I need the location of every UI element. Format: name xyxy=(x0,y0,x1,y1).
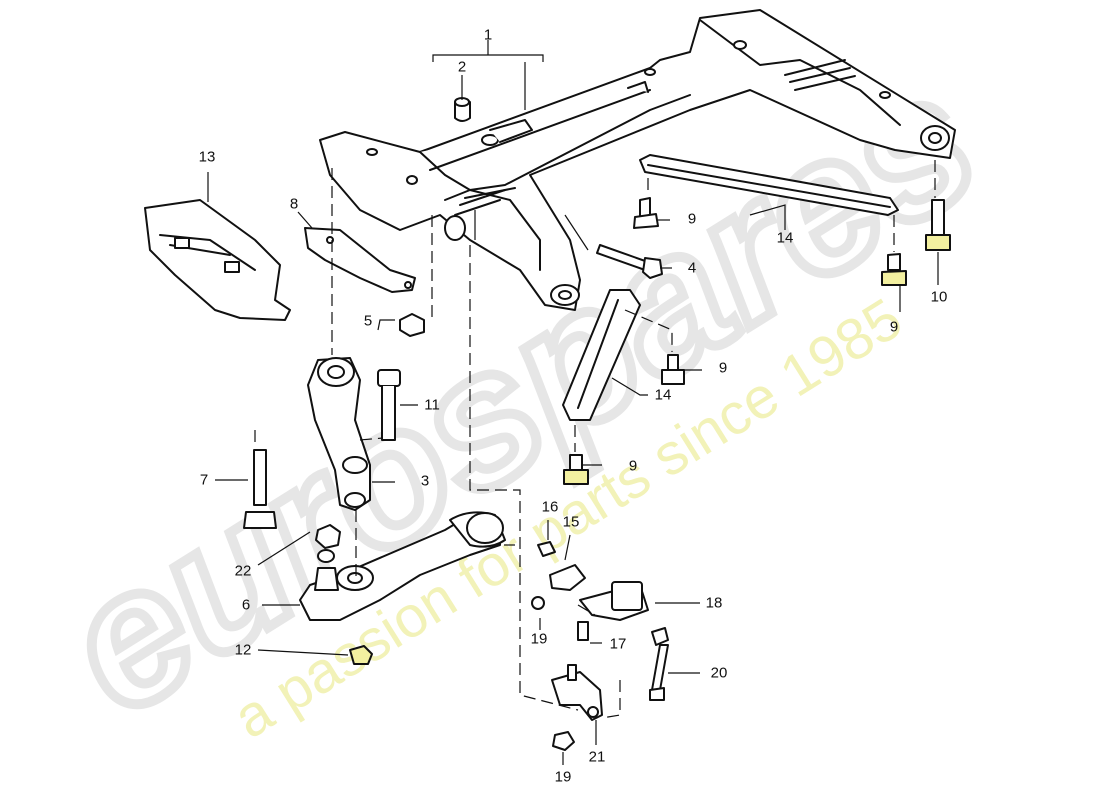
callout-8: 8 xyxy=(289,195,299,213)
nut-part-12 xyxy=(349,645,373,665)
mount-arm-part-3 xyxy=(307,357,371,511)
callout-1: 1 xyxy=(483,26,493,44)
callout-19a: 19 xyxy=(530,630,548,648)
callout-21: 21 xyxy=(588,748,606,766)
bolt-part-7 xyxy=(243,449,277,529)
callout-17: 17 xyxy=(609,635,627,653)
sleeve-part-2 xyxy=(454,97,471,122)
callout-9a: 9 xyxy=(687,210,697,228)
callout-10: 10 xyxy=(930,288,948,306)
sensor-group xyxy=(531,541,669,751)
callout-16: 16 xyxy=(541,498,559,516)
nut-part-5 xyxy=(399,313,425,337)
callout-11: 11 xyxy=(424,396,440,414)
callout-13: 13 xyxy=(198,148,216,166)
callout-20: 20 xyxy=(710,664,728,682)
callout-3: 3 xyxy=(420,472,430,490)
callout-6: 6 xyxy=(241,596,251,614)
heat-shield-part-13 xyxy=(144,199,291,321)
bolt-part-10 xyxy=(925,199,951,251)
callout-4: 4 xyxy=(687,259,697,277)
strut-part-14-upper xyxy=(639,154,899,216)
callout-2: 2 xyxy=(457,58,467,76)
nut-part-22 xyxy=(315,524,341,549)
callout-18: 18 xyxy=(705,594,723,612)
callout-9c: 9 xyxy=(718,359,728,377)
bolt-part-4 xyxy=(596,244,663,279)
callout-19b: 19 xyxy=(554,768,572,786)
callout-5: 5 xyxy=(363,312,373,330)
bolt-part-11 xyxy=(377,369,401,441)
strut-part-14-lower xyxy=(562,289,641,421)
callout-14a: 14 xyxy=(776,229,794,247)
callout-15: 15 xyxy=(562,513,580,531)
callout-12: 12 xyxy=(234,641,252,659)
callout-22: 22 xyxy=(234,562,252,580)
callout-9d: 9 xyxy=(628,457,638,475)
callout-7: 7 xyxy=(199,471,209,489)
callout-9b: 9 xyxy=(889,318,899,336)
bracket-part-8 xyxy=(304,227,416,293)
callout-14b: 14 xyxy=(654,386,672,404)
control-arm-part-6 xyxy=(299,511,506,621)
crossmember xyxy=(319,9,956,311)
bolt-part-9 xyxy=(563,197,907,485)
